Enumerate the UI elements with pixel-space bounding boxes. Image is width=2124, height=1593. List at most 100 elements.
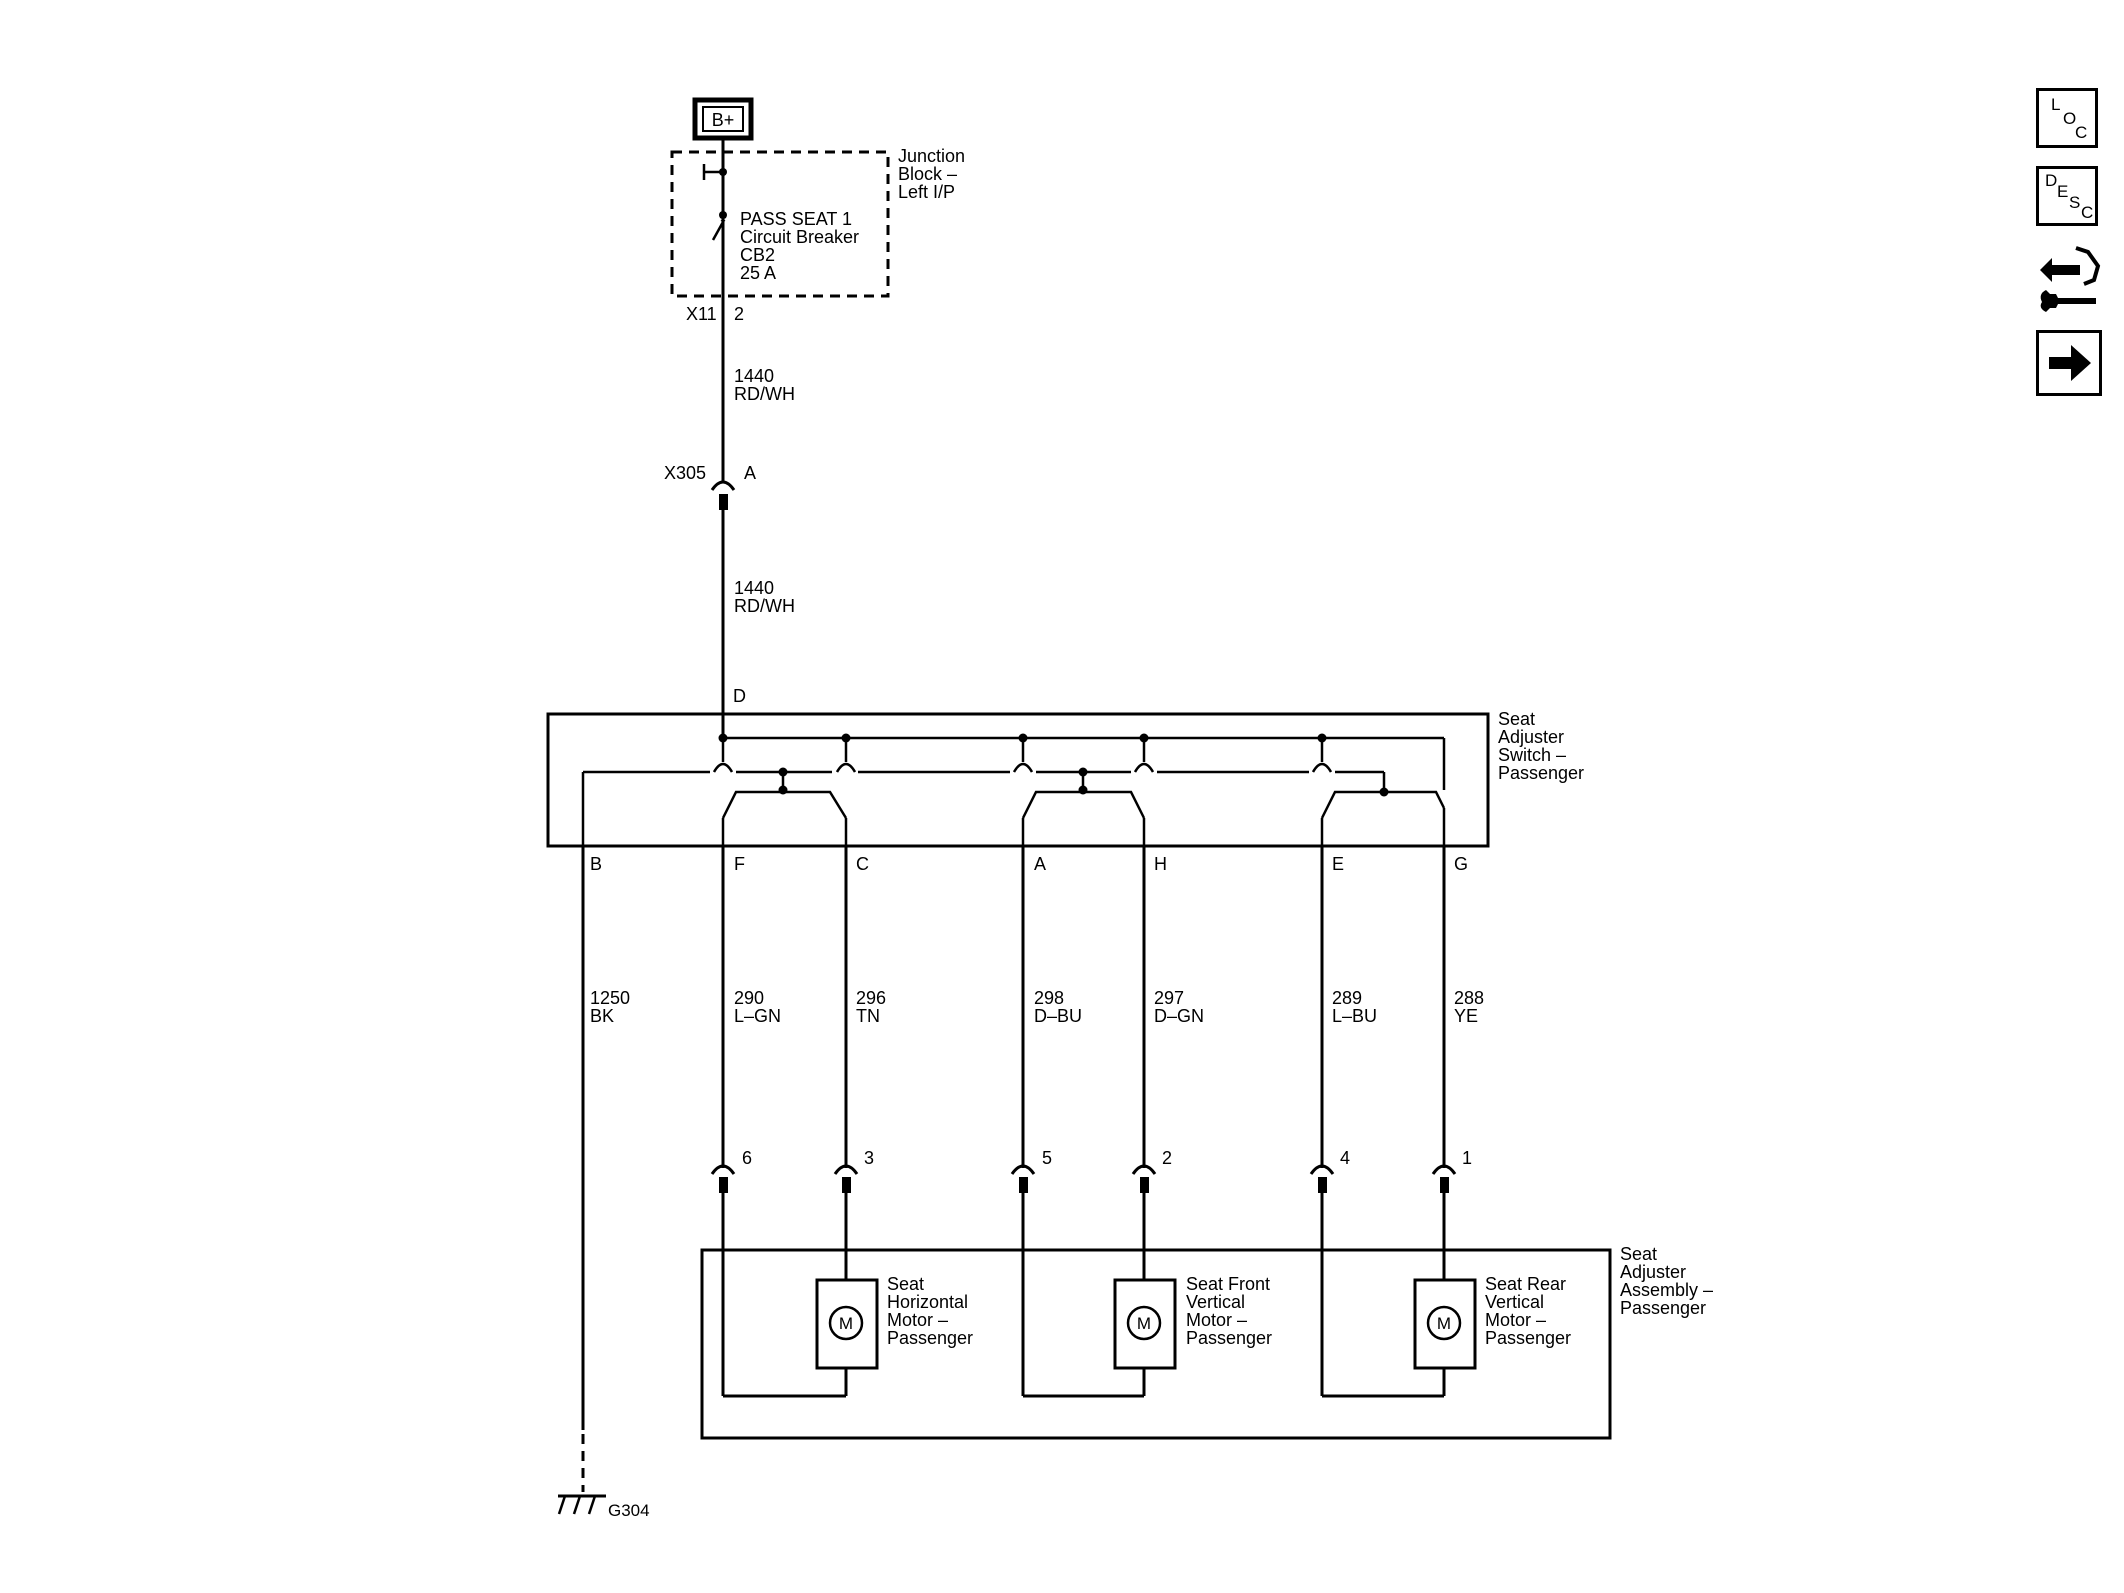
svg-text:Seat: Seat [887,1274,924,1294]
seat-horizontal-motor-label: Seat Horizontal Motor – Passenger [887,1274,973,1348]
pin-a-label: A [1034,854,1046,874]
circuit-breaker-icon: * [711,211,727,241]
svg-text:Motor –: Motor – [1186,1310,1247,1330]
connector-diagnostic-button[interactable] [2036,244,2102,316]
svg-text:296: 296 [856,988,886,1008]
pin-b-label: B [590,854,602,874]
motor-symbol: M [839,1314,853,1333]
motor-symbol: M [1437,1314,1451,1333]
svg-text:1: 1 [1462,1148,1472,1168]
svg-text:Seat: Seat [1620,1244,1657,1264]
wire-labels: 1250 BK 290 L–GN 296 TN 298 D–BU 297 D–G… [590,988,1484,1026]
svg-text:5: 5 [1042,1148,1052,1168]
switch-label: Seat Adjuster Switch – Passenger [1498,709,1584,783]
svg-text:1440: 1440 [734,578,774,598]
feed-wire-label-lower: 1440 RD/WH [734,578,795,616]
svg-text:Motor –: Motor – [887,1310,948,1330]
next-page-button[interactable] [2036,330,2102,396]
seat-horizontal-motor: M [815,1278,879,1370]
svg-text:YE: YE [1454,1006,1478,1026]
svg-text:Passenger: Passenger [887,1328,973,1348]
loc-letter-o: O [2063,109,2077,128]
svg-text:290: 290 [734,988,764,1008]
svg-text:2: 2 [1162,1148,1172,1168]
ground-label: G304 [608,1501,650,1520]
power-label: B+ [712,110,735,130]
svg-text:Passenger: Passenger [1620,1298,1706,1318]
x305-pin-label: A [744,463,756,483]
pin-c-label: C [856,854,869,874]
desc-letter-c: C [2081,203,2094,222]
svg-text:Horizontal: Horizontal [887,1292,968,1312]
desc-letter-d: D [2045,171,2058,190]
x305-label: X305 [664,463,706,483]
assembly-pin-labels: 6 3 5 2 4 1 [742,1148,1472,1168]
svg-text:Vertical: Vertical [1485,1292,1544,1312]
svg-text:Passenger: Passenger [1485,1328,1571,1348]
svg-text:Left I/P: Left I/P [898,182,955,202]
x305-connector [710,300,736,510]
description-button[interactable]: D E S C [2036,166,2098,226]
svg-text:L–GN: L–GN [734,1006,781,1026]
junction-pin-label: 2 [734,304,744,324]
svg-text:RD/WH: RD/WH [734,384,795,404]
seat-adjuster-assembly [700,1248,1612,1440]
svg-text:Motor –: Motor – [1485,1310,1546,1330]
fuse-terminal-icon [702,164,727,180]
switch-pin-labels: B F C A H E G [590,854,1468,874]
svg-text:Adjuster: Adjuster [1620,1262,1686,1282]
svg-text:BK: BK [590,1006,614,1026]
junction-connector-label: X11 [686,304,717,324]
output-wires [581,846,1446,1430]
feed-wire-label-upper: 1440 RD/WH [734,366,795,404]
assembly-connectors [710,1164,1457,1193]
svg-text:Circuit Breaker: Circuit Breaker [740,227,859,247]
svg-text:1250: 1250 [590,988,630,1008]
svg-text:Seat Front: Seat Front [1186,1274,1270,1294]
arrow-right-icon [2049,345,2091,381]
pin-h-label: H [1154,854,1167,874]
svg-text:D–BU: D–BU [1034,1006,1082,1026]
switch-input-pin-label: D [733,686,746,706]
svg-text:Switch –: Switch – [1498,745,1566,765]
desc-letter-s: S [2069,193,2081,212]
svg-text:Seat Rear: Seat Rear [1485,1274,1566,1294]
desc-letter-e: E [2057,182,2069,201]
loc-letter-l: L [2051,95,2061,114]
svg-text:6: 6 [742,1148,752,1168]
svg-text:Adjuster: Adjuster [1498,727,1564,747]
svg-text:PASS SEAT 1: PASS SEAT 1 [740,209,852,229]
svg-text:CB2: CB2 [740,245,775,265]
svg-text:TN: TN [856,1006,880,1026]
svg-text:Passenger: Passenger [1186,1328,1272,1348]
svg-text:Vertical: Vertical [1186,1292,1245,1312]
svg-text:1440: 1440 [734,366,774,386]
seat-rear-vertical-motor: M [1413,1278,1477,1370]
svg-text:297: 297 [1154,988,1184,1008]
svg-text:Block –: Block – [898,164,957,184]
connector-wrench-icon [2040,246,2101,312]
svg-text:L–BU: L–BU [1332,1006,1377,1026]
loc-letter-c: C [2075,123,2088,142]
seat-adjuster-switch [546,712,1490,848]
svg-text:Junction: Junction [898,146,965,166]
ground-icon [557,1494,606,1515]
side-toolbar: L O C D E S C [2036,88,2104,396]
junction-block [670,150,890,298]
svg-text:298: 298 [1034,988,1064,1008]
seat-rear-vertical-motor-label: Seat Rear Vertical Motor – Passenger [1485,1274,1571,1348]
pin-g-label: G [1454,854,1468,874]
pin-f-label: F [734,854,745,874]
seat-front-vertical-motor: M [1113,1278,1177,1370]
location-button[interactable]: L O C [2036,88,2098,148]
svg-text:Assembly –: Assembly – [1620,1280,1713,1300]
battery-positive-terminal: B+ [692,97,754,141]
motor-symbol: M [1137,1314,1151,1333]
svg-text:25 A: 25 A [740,263,776,283]
seat-front-vertical-motor-label: Seat Front Vertical Motor – Passenger [1186,1274,1272,1348]
svg-text:288: 288 [1454,988,1484,1008]
svg-text:4: 4 [1340,1148,1350,1168]
switch-internal-contacts [581,733,1446,846]
svg-text:D–GN: D–GN [1154,1006,1204,1026]
